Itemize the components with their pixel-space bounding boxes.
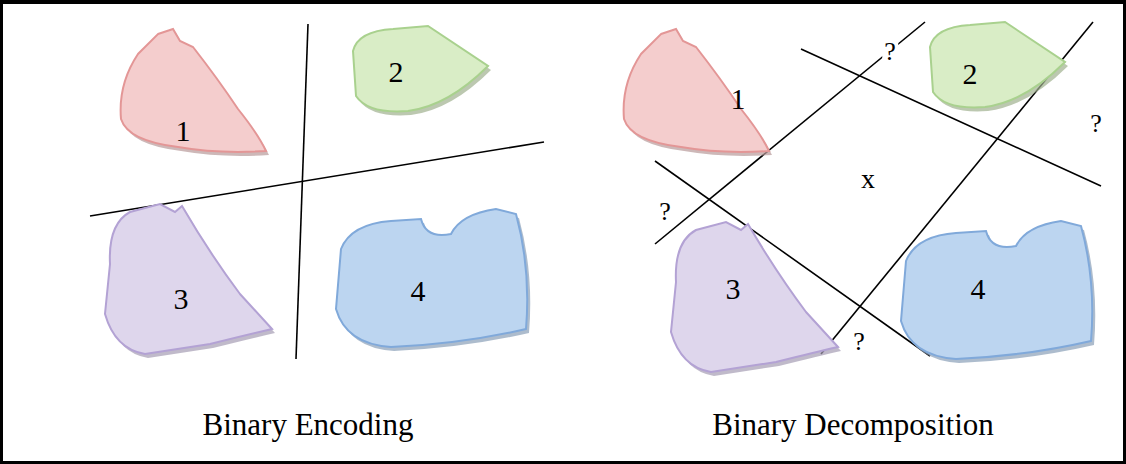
class-region: 3 [666,222,841,374]
blob-shape [896,221,1096,361]
class-region: 1 [118,29,268,157]
class-region: 4 [896,221,1096,361]
unknown-mark: ? [657,198,673,226]
class-region: 2 [348,26,490,116]
blob-shape [925,22,1067,112]
class-region: 2 [925,22,1067,112]
region-number: 2 [389,57,404,87]
region-number: 4 [411,276,426,306]
region-number: 1 [731,84,746,114]
class-region: 3 [100,204,275,356]
blob-shape [118,29,268,157]
blob-shape [348,26,490,116]
region-number: 4 [971,274,986,304]
class-region: 1 [621,29,771,157]
unknown-mark: ? [1088,110,1104,138]
blob-shape [331,209,531,349]
panel-caption: Binary Decomposition [710,408,996,441]
region-number: 3 [174,284,189,314]
class-region: 4 [331,209,531,349]
panel-caption: Binary Encoding [201,408,416,441]
blob-shape [100,204,275,356]
unknown-mark: ? [851,328,867,356]
region-number: 3 [726,274,741,304]
region-number: 2 [963,59,978,89]
blob-shape [621,29,771,157]
query-point: x [859,164,877,194]
region-number: 1 [176,116,191,146]
unknown-mark: ? [882,38,898,66]
blob-shape [666,222,841,374]
separator-line [296,24,308,359]
